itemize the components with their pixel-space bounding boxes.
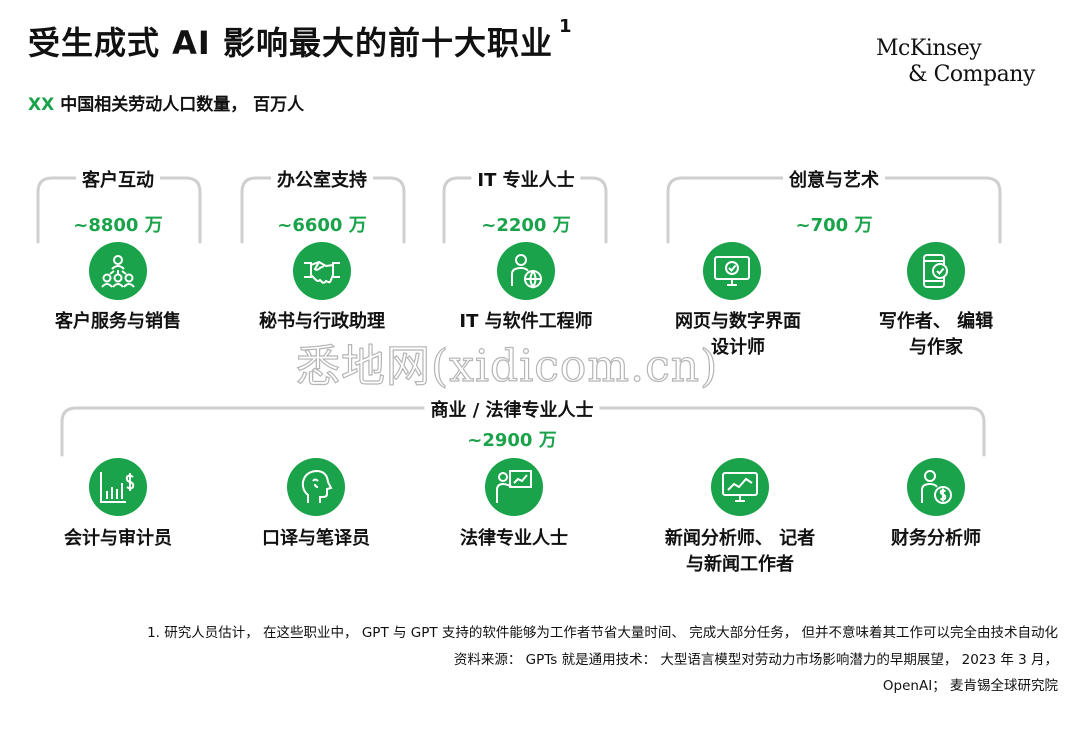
person-globe-icon [497, 242, 555, 300]
occupation-writers: 写作者、 编辑与作家 [878, 311, 994, 358]
occupation-interpreters: 口译与笔译员 [262, 528, 370, 549]
group-label-creative: 创意与艺术 [783, 166, 885, 192]
subtitle-marker: XX [28, 95, 55, 115]
group-label-office: 办公室支持 [271, 166, 373, 192]
group-value-office: ~6600 万 [277, 215, 367, 236]
source-line-2: OpenAI； 麦肯锡全球研究院 [882, 678, 1058, 694]
watermark: 悉地网(xidicom.cn) [295, 340, 719, 392]
footnote: 1. 研究人员估计， 在这些职业中， GPT 与 GPT 支持的软件能够为工作者… [147, 625, 1058, 641]
occupation-news-analysts: 新闻分析师、 记者与新闻工作者 [664, 528, 816, 575]
source-line-1: 资料来源： GPTs 就是通用技术： 大型语言模型对劳动力市场影响潜力的早期展望… [453, 652, 1058, 668]
group-value-business: ~2900 万 [467, 430, 557, 451]
occupation-secretaries: 秘书与行政助理 [259, 311, 385, 332]
head-profile-icon [287, 458, 345, 516]
group-value-customer: ~8800 万 [73, 215, 163, 236]
presenter-icon [485, 458, 543, 516]
occupation-it-engineers: IT 与软件工程师 [459, 311, 593, 332]
handshake-icon [293, 242, 351, 300]
group-value-it: ~2200 万 [481, 215, 571, 236]
occupation-financial-analysts: 财务分析师 [891, 528, 981, 549]
subtitle-text: 中国相关劳动人口数量， 百万人 [60, 95, 305, 115]
group-value-creative: ~700 万 [795, 215, 873, 236]
group-label-customer: 客户互动 [76, 166, 160, 192]
monitor-chart-icon [711, 458, 769, 516]
occupation-accountants: 会计与审计员 [64, 528, 172, 549]
occupation-legal: 法律专业人士 [460, 528, 568, 549]
group-label-business: 商业 / 法律专业人士 [424, 396, 600, 422]
occupation-customer-service: 客户服务与销售 [55, 311, 181, 332]
phone-check-icon [907, 242, 965, 300]
people-network-icon [89, 242, 147, 300]
chart-dollar-icon [89, 458, 147, 516]
monitor-check-icon [703, 242, 761, 300]
mckinsey-logo: McKinsey& Company [876, 36, 1035, 87]
group-label-it: IT 专业人士 [471, 166, 581, 192]
occupation-web-designers: 网页与数字界面设计师 [675, 311, 801, 358]
person-coin-icon [907, 458, 965, 516]
title-footnote-mark: 1 [558, 16, 573, 37]
